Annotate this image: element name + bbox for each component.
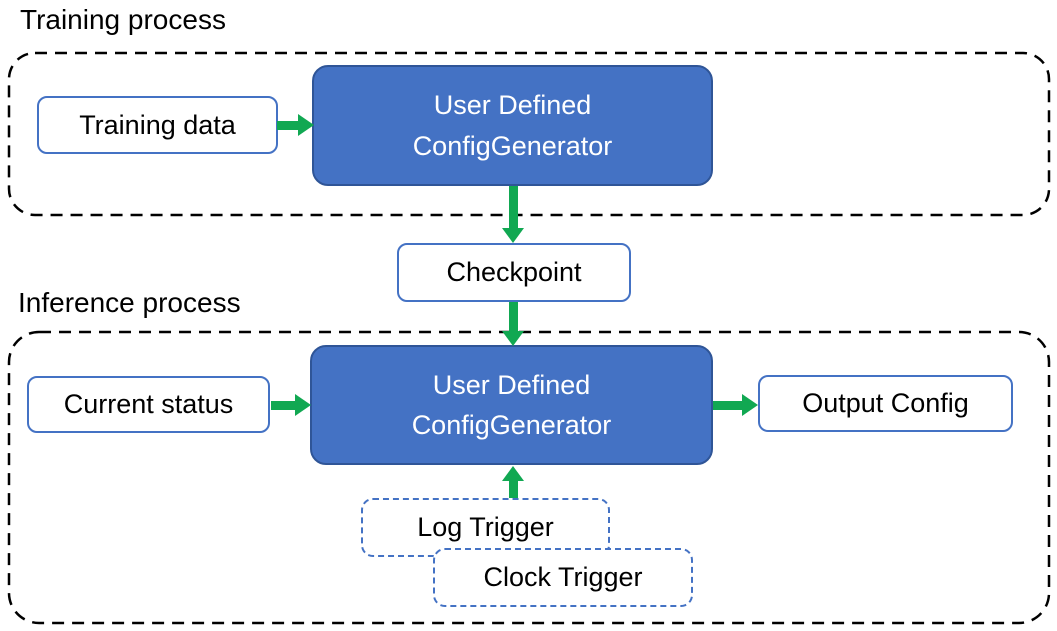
- training-generator-line1: User Defined: [433, 90, 592, 120]
- node-clock-trigger: Clock Trigger: [433, 548, 693, 607]
- node-training-config-generator: User Defined ConfigGenerator: [312, 65, 713, 186]
- node-output-config: Output Config: [758, 375, 1013, 432]
- arrow-training-data-to-generator-icon: [277, 114, 314, 136]
- checkpoint-label: Checkpoint: [446, 257, 582, 287]
- arrow-checkpoint-to-inference-generator-icon: [502, 302, 524, 346]
- arrow-head: [502, 331, 524, 346]
- arrow-shaft: [508, 186, 518, 228]
- inference-generator-line2: ConfigGenerator: [411, 410, 612, 440]
- arrow-head: [742, 394, 758, 416]
- node-checkpoint: Checkpoint: [397, 243, 631, 302]
- inference-process-label: Inference process: [18, 287, 241, 318]
- arrow-training-generator-to-checkpoint-icon: [502, 186, 524, 243]
- node-inference-config-generator: User Defined ConfigGenerator: [310, 345, 713, 465]
- arrow-head: [502, 228, 524, 243]
- inference-generator-line1: User Defined: [432, 369, 591, 400]
- arrow-shaft: [508, 481, 518, 498]
- output-config-label: Output Config: [802, 388, 969, 418]
- current-status-label: Current status: [63, 389, 234, 419]
- arrow-log-trigger-to-generator-icon: [502, 466, 524, 498]
- inference-process-container: [7, 330, 1051, 625]
- training-generator-line2: ConfigGenerator: [412, 130, 613, 161]
- arrow-shaft: [277, 120, 298, 130]
- node-current-status: Current status: [27, 376, 270, 433]
- node-training-data: Training data: [37, 96, 278, 154]
- arrow-shaft: [508, 302, 518, 331]
- arrow-shaft: [713, 400, 742, 410]
- arrow-generator-to-output-config-icon: [713, 394, 758, 416]
- log-trigger-label: Log Trigger: [417, 512, 554, 542]
- arrow-current-status-to-generator-icon: [271, 394, 311, 416]
- training-data-label: Training data: [79, 109, 236, 140]
- arrow-head: [502, 466, 524, 481]
- training-process-label: Training process: [20, 4, 226, 35]
- node-log-trigger: Log Trigger: [361, 498, 610, 557]
- arrow-shaft: [271, 400, 295, 410]
- arrow-head: [295, 394, 311, 416]
- training-process-container: [7, 51, 1051, 217]
- arrow-head: [298, 114, 314, 136]
- clock-trigger-label: Clock Trigger: [483, 562, 643, 592]
